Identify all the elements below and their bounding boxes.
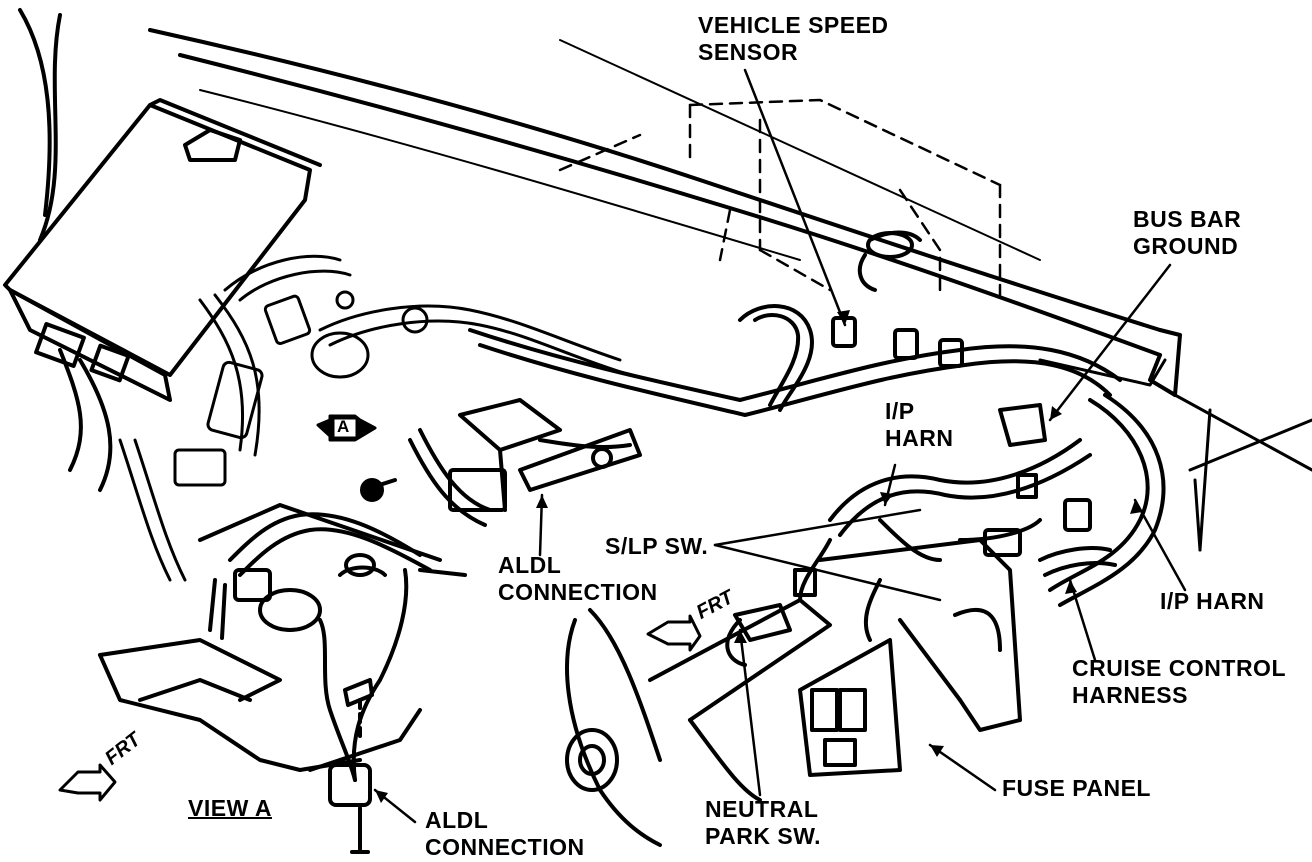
label-vehicle-speed-sensor-line1: VEHICLE SPEED (698, 12, 889, 38)
aldl-connector-center (360, 398, 642, 527)
steering-column (565, 598, 832, 847)
arrowheads (375, 310, 1142, 803)
label-slp-sw-text: S/LP SW. (605, 533, 709, 559)
left-harness (118, 254, 632, 582)
control-module (3, 8, 322, 492)
label-view-a-title: VIEW A (188, 795, 272, 822)
label-view-a-title-text: VIEW A (188, 795, 272, 821)
label-aldl-center-line1: ALDL (498, 552, 562, 578)
label-aldl-view-a-line1: ALDL (425, 807, 489, 833)
label-aldl-view-a-line2: CONNECTION (425, 834, 585, 860)
label-fuse-panel-text: FUSE PANEL (1002, 775, 1151, 801)
main-harness (468, 230, 1166, 607)
label-bus-bar-ground-line2: GROUND (1133, 233, 1239, 259)
label-ip-harn-right-text: I/P HARN (1160, 588, 1265, 614)
hidden-lines (558, 98, 1002, 302)
frt-arrow-left (58, 763, 117, 802)
label-cruise-control-harness: CRUISE CONTROL HARNESS (1072, 655, 1286, 709)
view-a-inset (98, 503, 467, 854)
label-ip-harn-upper: I/P HARN (885, 398, 953, 452)
label-ip-harn-right: I/P HARN (1160, 588, 1265, 615)
label-vehicle-speed-sensor-line2: SENSOR (698, 39, 799, 65)
label-neutral-park-sw: NEUTRAL PARK SW. (705, 796, 821, 850)
label-slp-sw: S/LP SW. (605, 533, 708, 560)
label-neutral-park-line1: NEUTRAL (705, 796, 819, 822)
label-aldl-center-line2: CONNECTION (498, 579, 658, 605)
label-aldl-connection-center: ALDL CONNECTION (498, 552, 658, 606)
label-bus-bar-ground: BUS BAR GROUND (1133, 206, 1241, 260)
label-bus-bar-ground-line1: BUS BAR (1133, 206, 1242, 232)
frt-arrow-center (646, 614, 702, 652)
label-neutral-park-line2: PARK SW. (705, 823, 822, 849)
label-cruise-control-line2: HARNESS (1072, 682, 1188, 708)
label-ip-harn-upper-line1: I/P (885, 398, 915, 424)
leader-lines (373, 68, 1187, 824)
label-vehicle-speed-sensor: VEHICLE SPEED SENSOR (698, 12, 889, 66)
view-a-marker-letter: A (337, 417, 350, 436)
label-aldl-connection-view-a: ALDL CONNECTION (425, 807, 585, 861)
label-fuse-panel: FUSE PANEL (1002, 775, 1151, 802)
label-ip-harn-upper-line2: HARN (885, 425, 954, 451)
view-a-marker-arrow (316, 414, 377, 442)
fuse-panel-box (798, 538, 1022, 777)
cowl-lines (199, 39, 1041, 261)
instrument-panel-outline (148, 28, 1312, 552)
label-cruise-control-line1: CRUISE CONTROL (1072, 655, 1286, 681)
